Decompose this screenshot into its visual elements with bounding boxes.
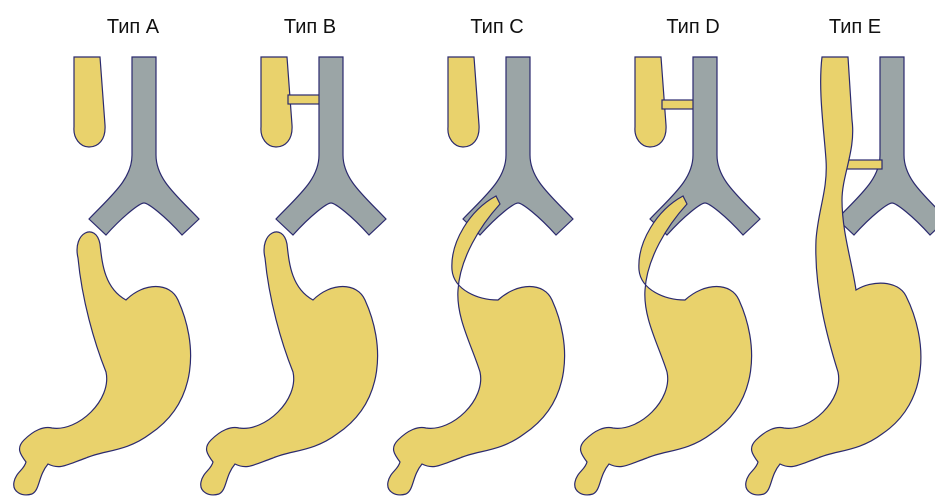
upper-esophagus-pouch <box>74 57 105 147</box>
panel-type-b: Тип B <box>201 16 386 495</box>
trachea <box>276 57 386 235</box>
panel-label: Тип A <box>107 16 160 38</box>
panel-type-e: Тип E <box>746 16 935 495</box>
tracheoesophageal-fistula <box>288 95 321 104</box>
panel-label: Тип C <box>470 16 523 38</box>
panel-type-c: Тип C <box>388 16 573 495</box>
stomach-with-lower-esophagus-fistula <box>575 196 752 495</box>
panel-type-d: Тип D <box>575 16 760 495</box>
panel-type-a: Тип A <box>14 16 199 495</box>
upper-tracheoesophageal-fistula <box>662 100 695 109</box>
upper-esophagus-pouch <box>448 57 479 147</box>
panel-label: Тип D <box>666 16 719 38</box>
panel-label: Тип E <box>829 16 881 38</box>
stomach-with-lower-esophagus-pouch <box>201 232 378 495</box>
trachea <box>89 57 199 235</box>
panel-label: Тип B <box>284 16 336 38</box>
stomach-with-lower-esophagus-fistula <box>388 196 565 495</box>
stomach-with-lower-esophagus-pouch <box>14 232 191 495</box>
